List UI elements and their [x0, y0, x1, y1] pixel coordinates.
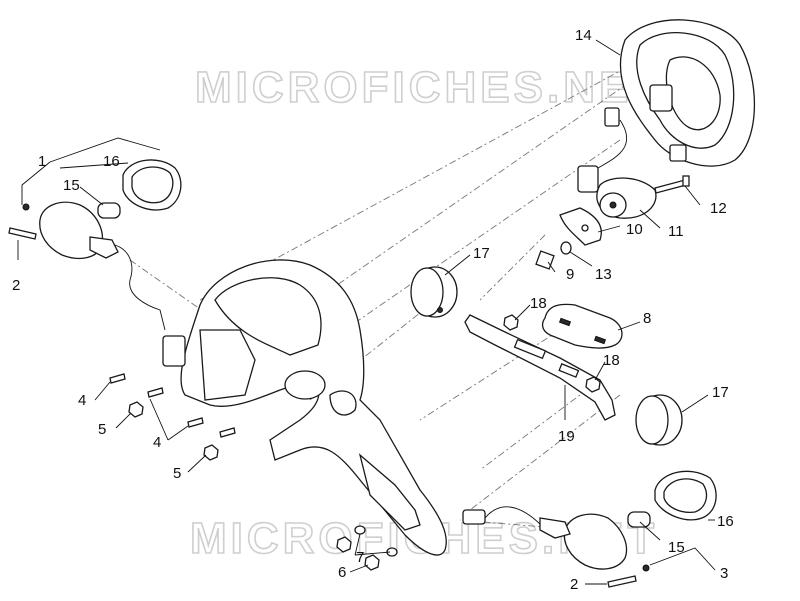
- fasteners: [109, 373, 398, 571]
- callout-11: 11: [668, 223, 684, 240]
- lens-16-bottom: [654, 470, 717, 521]
- callout-4-left: 4: [78, 392, 86, 409]
- callout-2-top: 2: [12, 277, 20, 294]
- callout-12: 12: [710, 200, 727, 217]
- nut-18-a: [503, 314, 519, 331]
- indicator-left: [39, 201, 186, 367]
- callout-13: 13: [595, 266, 612, 283]
- callout-15-bottom: 15: [668, 539, 685, 556]
- callout-10: 10: [626, 221, 643, 238]
- screw-2-top: [8, 227, 37, 240]
- bracket-10-hole: [581, 224, 589, 232]
- callout-5-left: 5: [98, 421, 106, 438]
- callout-18-bottom: 18: [603, 352, 620, 369]
- leader-lines: [17, 39, 716, 585]
- callout-17-top: 17: [473, 245, 490, 262]
- callout-9: 9: [566, 266, 574, 283]
- rear-fender: [180, 259, 447, 556]
- lens-8: [541, 303, 623, 349]
- callout-4-lower: 4: [153, 434, 161, 451]
- screw-2-bottom: [607, 575, 637, 588]
- indicator-right: [462, 506, 628, 570]
- callout-2-bottom: 2: [570, 576, 578, 593]
- callout-6: 6: [338, 564, 346, 581]
- bracket-10: [559, 207, 602, 246]
- nut-18-b: [585, 376, 601, 393]
- callout-5-lower: 5: [173, 465, 181, 482]
- license-light: [596, 177, 657, 219]
- tail-light-assembly: [577, 19, 756, 193]
- callout-8: 8: [643, 310, 651, 327]
- callout-1: 1: [38, 153, 46, 170]
- callout-18-top: 18: [530, 295, 547, 312]
- reflector-17-top: [410, 266, 458, 318]
- callout-16-bottom: 16: [717, 513, 734, 530]
- washer-13: [560, 241, 572, 255]
- watermark-top: MICROFICHES.NET: [195, 63, 663, 112]
- bulb-15-bottom: [627, 511, 651, 528]
- callout-14: 14: [575, 27, 592, 44]
- dot-marker-top: [22, 203, 30, 211]
- bulb-15-top: [97, 202, 121, 219]
- callout-15-top: 15: [63, 177, 80, 194]
- callout-16-top: 16: [103, 153, 120, 170]
- callout-19: 19: [558, 428, 575, 445]
- callout-17-bottom: 17: [712, 384, 729, 401]
- reflector-17-bottom: [635, 394, 683, 446]
- dot-marker-bottom: [642, 564, 650, 572]
- screw-12: [654, 175, 690, 194]
- plate-bracket-19: [464, 314, 616, 421]
- callout-7: 7: [356, 549, 364, 566]
- callout-labels: 1 16 15 2 14 12 11 10 17 9 13 18 8 18 17…: [12, 27, 734, 593]
- lens-16-top: [122, 159, 182, 211]
- callout-3: 3: [720, 565, 728, 582]
